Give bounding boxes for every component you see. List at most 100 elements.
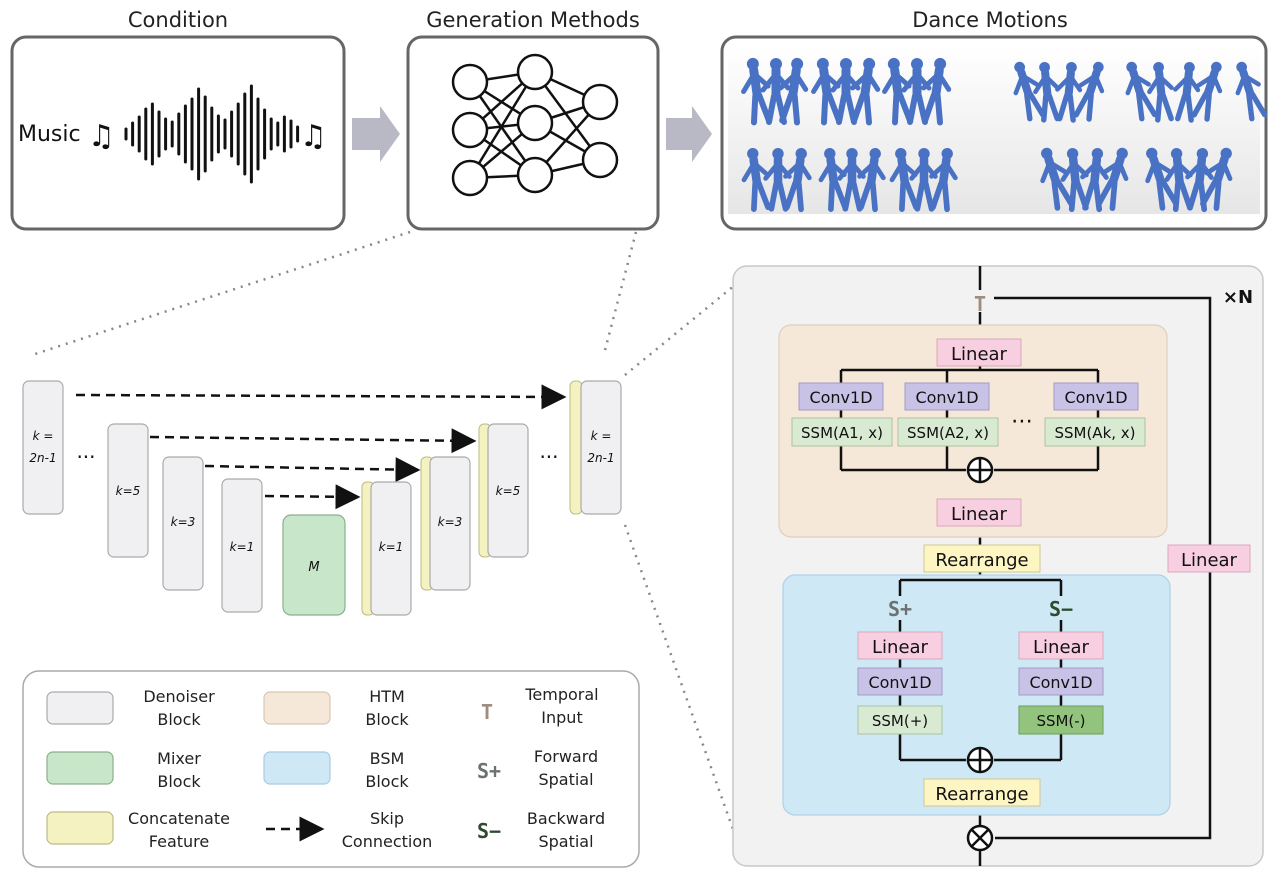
flow-arrow-2 [666, 106, 712, 162]
times-n-label: ×N [1223, 287, 1253, 308]
ellipsis-left: ... [76, 439, 95, 463]
bsm-ssm-minus: SSM(-) [1018, 705, 1104, 735]
htm-ssm-2: SSM(A2, x) [897, 417, 999, 447]
add-operator-bsm [966, 746, 994, 774]
denoiser-block-right-1: k=1 [361, 481, 412, 616]
block-k-label: k=5 [116, 484, 141, 498]
skip-connection-1 [75, 384, 567, 410]
bsm-conv1d-plus: Conv1D [857, 667, 943, 696]
htm-linear-bottom: Linear [936, 498, 1022, 527]
music-label: Music [18, 122, 81, 147]
htm-linear-top: Linear [936, 338, 1022, 367]
svg-text:Linear: Linear [951, 504, 1008, 525]
svg-text:Linear: Linear [1033, 637, 1090, 658]
denoiser-block-left-3: k=3 [162, 456, 204, 591]
svg-text:SSM(A2, x): SSM(A2, x) [907, 424, 989, 442]
block-k-label: k=1 [230, 540, 255, 554]
svg-text:SSM(A1, x): SSM(A1, x) [801, 424, 883, 442]
svg-text:Rearrange: Rearrange [935, 550, 1028, 571]
header-condition: Condition [128, 8, 228, 32]
svg-text:Conv1D: Conv1D [809, 388, 872, 407]
t-symbol-bg [966, 290, 994, 312]
header-dance-motions: Dance Motions [912, 8, 1068, 32]
ellipsis-right: ... [539, 439, 558, 463]
temporal-input-symbol: T [974, 292, 986, 316]
svg-text:SSM(Ak, x): SSM(Ak, x) [1054, 424, 1135, 442]
denoiser-block-right-4: k =2n-1 [569, 380, 622, 515]
block-k-label: k =2n-1 [587, 429, 614, 465]
svg-text:S−: S− [477, 819, 501, 843]
mixer-block: M [282, 514, 346, 616]
svg-text:♫: ♫ [300, 119, 327, 154]
flow-arrow-1 [352, 106, 400, 162]
svg-text:Conv1D: Conv1D [1064, 388, 1127, 407]
add-operator-htm [966, 456, 994, 484]
denoiser-block-right-3: k=5 [478, 423, 529, 558]
concat-feature [569, 380, 583, 515]
s-minus-label: S− [1049, 597, 1073, 621]
denoiser-block-left-1: k =2n-1 [22, 380, 64, 515]
block-k-label: k=5 [496, 484, 521, 498]
htm-ssm-k: SSM(Ak, x) [1044, 417, 1146, 447]
denoiser-block-right-2: k=3 [420, 456, 471, 591]
waveform-icon [124, 84, 300, 184]
multiply-operator [966, 824, 994, 852]
block-k-label: k=3 [438, 515, 463, 529]
zoom-line-detail-bottom [623, 524, 737, 836]
neural-network-icon [451, 53, 619, 197]
htm-conv1d-1: Conv1D [798, 382, 884, 411]
skip-connection-4 [264, 484, 361, 510]
dance-image-area [728, 46, 1260, 214]
block-k-label: k =2n-1 [29, 429, 56, 465]
htm-dots: ⋯ [1011, 409, 1033, 434]
svg-text:S+: S+ [477, 759, 501, 783]
svg-text:Linear: Linear [951, 344, 1008, 365]
htm-ssm-1: SSM(A1, x) [791, 417, 893, 447]
header-generation-methods: Generation Methods [426, 8, 640, 32]
denoiser-block-left-4: k=1 [221, 478, 263, 613]
zoom-line-right [602, 231, 638, 355]
legend-box [22, 670, 640, 868]
zoom-line-detail-top [624, 284, 736, 376]
residual-linear: Linear [1167, 544, 1251, 573]
svg-text:SSM(+): SSM(+) [872, 712, 928, 730]
svg-text:Conv1D: Conv1D [1029, 673, 1092, 692]
svg-text:Conv1D: Conv1D [915, 388, 978, 407]
bsm-ssm-plus: SSM(+) [857, 705, 943, 735]
bsm-linear-minus: Linear [1018, 631, 1104, 660]
htm-conv1d-2: Conv1D [904, 382, 990, 411]
skip-connection-3 [204, 457, 421, 483]
svg-text:Linear: Linear [872, 637, 929, 658]
svg-text:♫: ♫ [88, 119, 115, 154]
bsm-linear-plus: Linear [857, 631, 943, 660]
svg-text:T: T [481, 700, 493, 724]
bsm-conv1d-minus: Conv1D [1018, 667, 1104, 696]
htm-conv1d-k: Conv1D [1053, 382, 1139, 411]
music-note-icon-right: ♫ [300, 119, 327, 154]
s-plus-label: S+ [888, 597, 912, 621]
zoom-line-left [34, 230, 411, 356]
music-note-icon-left: ♫ [88, 119, 115, 154]
rearrange-top: Rearrange [923, 544, 1041, 573]
svg-text:Rearrange: Rearrange [935, 784, 1028, 805]
denoiser-block-left-2: k=5 [107, 423, 149, 558]
block-k-label: k=1 [379, 540, 404, 554]
svg-text:M: M [308, 560, 319, 575]
skip-connection-2 [149, 428, 477, 454]
